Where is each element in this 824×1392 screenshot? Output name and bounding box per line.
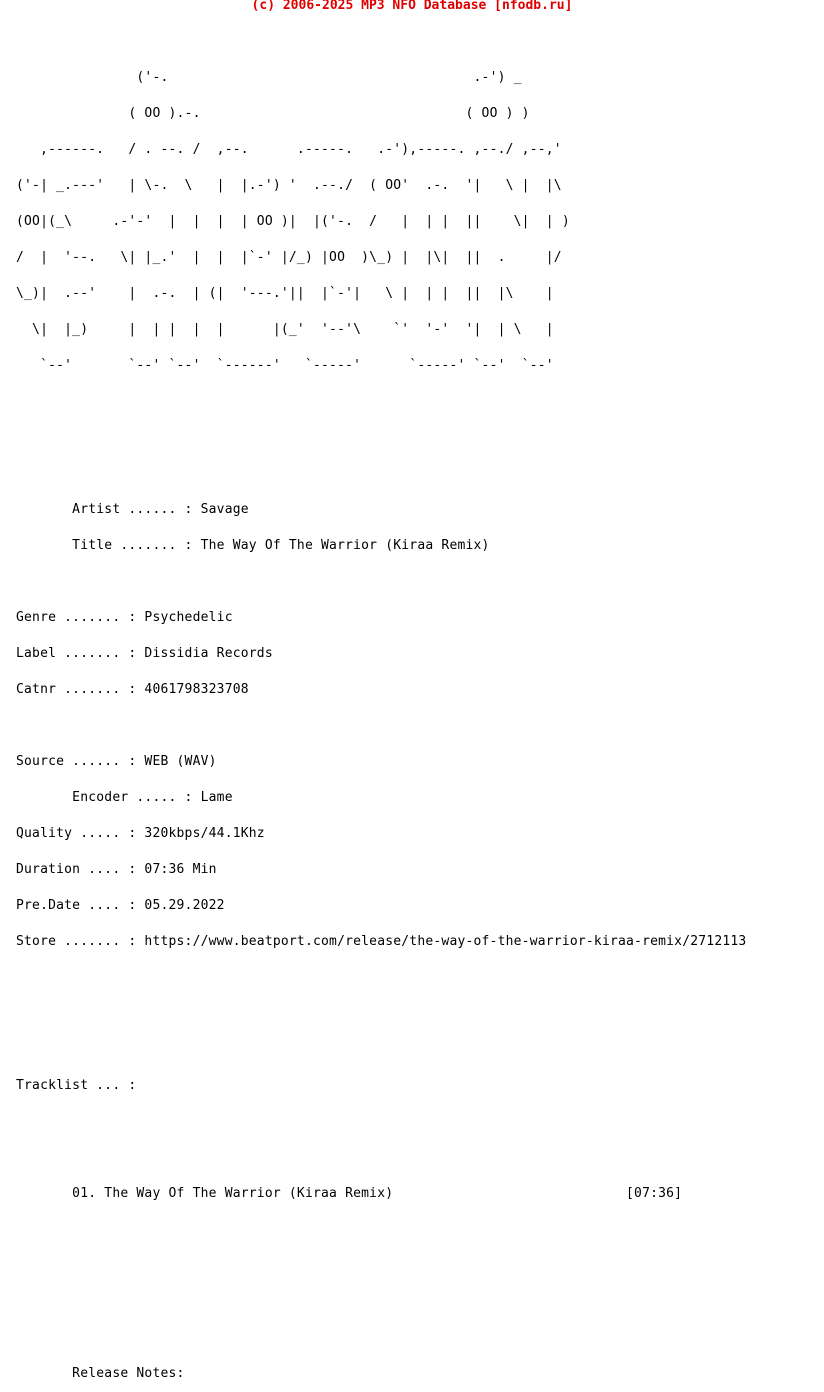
- tracklist-heading: Tracklist ... :: [16, 1078, 137, 1093]
- logo-line: (OO|(_\ .-'-' | | | | OO )| |('-. / | | …: [16, 214, 570, 229]
- logo-line: `--' `--' `--' `------' `-----' `-----' …: [16, 358, 570, 373]
- artist-line: Artist ...... : Savage: [16, 502, 249, 517]
- logo-line: \_)| .--' | .-. | (| '---.'|| |`-'| \ | …: [16, 286, 570, 301]
- genre-line: Genre ....... : Psychedelic: [16, 610, 233, 625]
- logo-line: [16, 36, 746, 48]
- logo-line: ,------. / . --. / ,--. .-----. .-'),---…: [16, 142, 570, 157]
- logo-line: ('-| _.---' | \-. \ | |.-') ' .--./ ( OO…: [16, 178, 570, 193]
- release-notes-heading: Release Notes:: [16, 1366, 185, 1381]
- encoder-line: Encoder ..... : Lame: [16, 790, 233, 805]
- logo-line: / | '--. \| |_.' | | |`-' |/_) |OO )\_) …: [16, 250, 570, 265]
- logo-line: ( OO ).-. ( OO ) ): [16, 106, 546, 121]
- nfo-document: ('-. .-') _ ( OO ).-. ( OO ) ) ,------. …: [16, 12, 746, 1392]
- duration-line: Duration .... : 07:36 Min: [16, 862, 217, 877]
- logo-line: \| |_) | | | | | |(_' '--'\ `' '-' '| | …: [16, 322, 570, 337]
- logo-line: ('-. .-') _: [16, 70, 546, 85]
- quality-line: Quality ..... : 320kbps/44.1Khz: [16, 826, 265, 841]
- predate-line: Pre.Date .... : 05.29.2022: [16, 898, 225, 913]
- store-line: Store ....... : https://www.beatport.com…: [16, 934, 747, 949]
- catnr-line: Catnr ....... : 4061798323708: [16, 682, 249, 697]
- source-line: Source ...... : WEB (WAV): [16, 754, 217, 769]
- track-item: 01. The Way Of The Warrior (Kiraa Remix)…: [16, 1186, 683, 1201]
- label-line: Label ....... : Dissidia Records: [16, 646, 273, 661]
- title-line: Title ....... : The Way Of The Warrior (…: [16, 538, 490, 553]
- site-header: (c) 2006-2025 MP3 NFO Database [nfodb.ru…: [251, 0, 573, 13]
